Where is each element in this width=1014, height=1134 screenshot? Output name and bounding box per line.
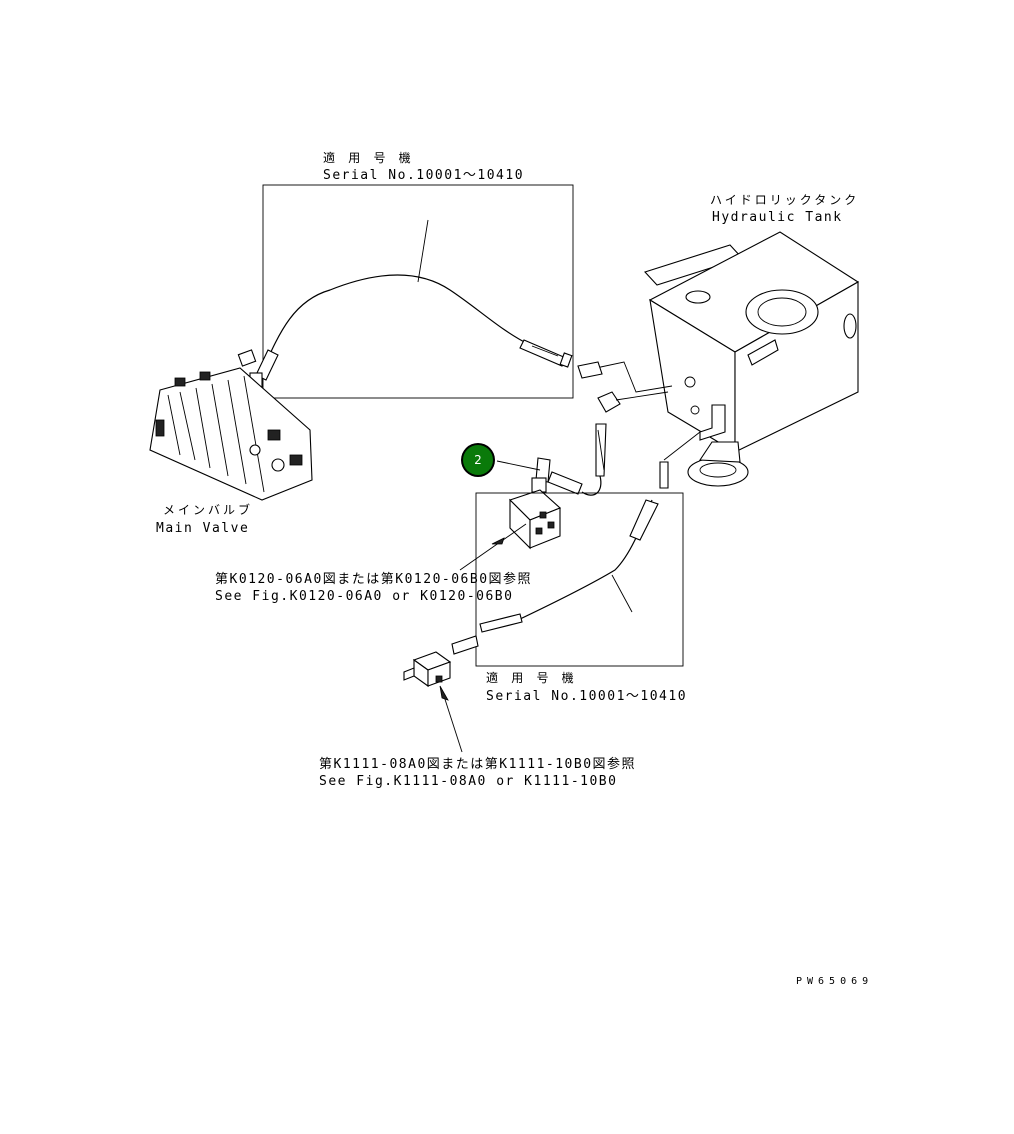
serial-top-jp: 適 用 号 機 [323, 150, 414, 165]
tank-jp: ハイドロリックタンク [710, 193, 859, 207]
callout-2-circle [463, 445, 493, 475]
valve-jp: メインバルブ [163, 502, 253, 517]
serial-box-bottom: 適 用 号 機 Serial No.10001～10410 [475, 492, 687, 704]
ref2-en: See Fig.K1111-08A0 or K1111-10B0 [319, 774, 617, 789]
hose-item-2 [531, 391, 669, 496]
hose-fitting-top-right [519, 339, 573, 368]
leader-tank-top [595, 361, 673, 393]
ref2-jp: 第K1111-08A0図または第K1111-10B0図参照 [319, 756, 636, 772]
fitting-tank-bottom [659, 431, 701, 489]
main-valve: メインバルブ Main Valve [149, 349, 313, 536]
block-valve [459, 489, 562, 571]
ref1-jp: 第K0120-06A0図または第K0120-06B0図参照 [215, 571, 532, 587]
callout-2[interactable]: 2 [461, 443, 541, 477]
elbow-fitting-top [577, 361, 603, 379]
serial-bottom-en: Serial No.10001～10410 [486, 689, 687, 704]
tank-en: Hydraulic Tank [712, 210, 843, 225]
hydraulic-tank: ハイドロリックタンク Hydraulic Tank [644, 193, 860, 487]
callout-2-number: 2 [474, 453, 482, 467]
serial-box-top: 適 用 号 機 Serial No.10001～10410 [249, 150, 574, 399]
serial-bottom-jp: 適 用 号 機 [486, 670, 577, 685]
ref1-en: See Fig.K0120-06A0 or K0120-06B0 [215, 589, 513, 604]
drawing-code: PW65069 [796, 976, 873, 987]
valve-en: Main Valve [156, 521, 249, 536]
serial-top-en: Serial No.10001～10410 [323, 168, 524, 183]
small-valve [403, 635, 479, 753]
